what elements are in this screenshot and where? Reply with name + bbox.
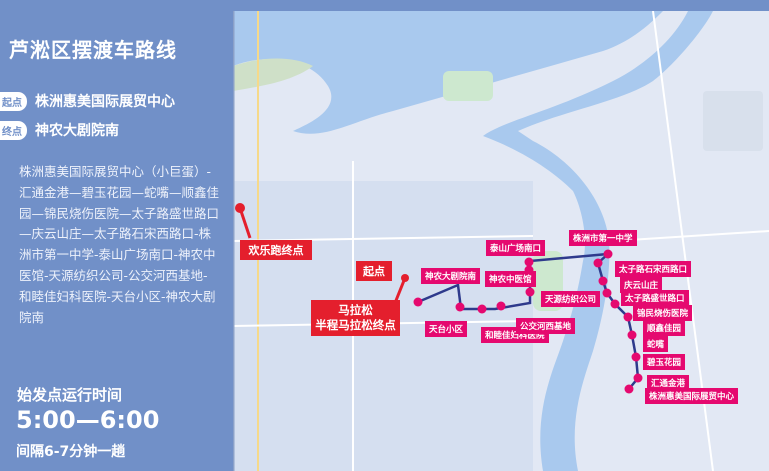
stop-dot[interactable] xyxy=(455,302,465,312)
stop-dot[interactable] xyxy=(627,330,637,340)
stop-dot[interactable] xyxy=(610,299,620,309)
schedule-heading: 始发点运行时间 xyxy=(17,386,123,404)
stop-dot[interactable] xyxy=(525,287,535,297)
stop-dot[interactable] xyxy=(496,301,506,311)
stop-label[interactable]: 株洲市第一中学 xyxy=(569,230,637,246)
fun-run-end-dot xyxy=(235,203,245,213)
stop-label[interactable]: 太子路石宋西路口 xyxy=(615,261,692,277)
end-row: 终点 神农大剧院南 xyxy=(0,120,119,140)
stop-label[interactable]: 庆云山庄 xyxy=(620,277,663,293)
stop-label[interactable]: 公交河西基地 xyxy=(516,318,576,334)
stop-label[interactable]: 神农中医馆 xyxy=(485,271,536,287)
stop-label[interactable]: 太子路盛世路口 xyxy=(621,290,689,306)
stop-label[interactable]: 神农大剧院南 xyxy=(421,268,481,284)
route-map[interactable]: 欢乐跑终点 起点 马拉松 半程马拉松终点 神农大剧院南天台小区和睦佳妇科医院公交… xyxy=(233,11,769,471)
start-dot xyxy=(401,274,409,282)
fun-run-end-marker[interactable]: 欢乐跑终点 xyxy=(240,240,312,260)
stop-label[interactable]: 汇通金港 xyxy=(647,375,690,391)
stop-label[interactable]: 锦民烧伤医院 xyxy=(633,305,693,321)
stop-label[interactable]: 株洲惠美国际展贸中心 xyxy=(645,388,739,404)
start-marker[interactable]: 起点 xyxy=(356,261,392,281)
stop-label[interactable]: 蛇嘴 xyxy=(643,336,669,352)
stop-label[interactable]: 顺鑫佳园 xyxy=(643,320,686,336)
marathon-label: 马拉松 xyxy=(338,303,373,317)
end-stop: 神农大剧院南 xyxy=(35,123,119,139)
stop-dot[interactable] xyxy=(524,257,534,267)
stop-dot[interactable] xyxy=(598,276,608,286)
start-row: 起点 株洲惠美国际展贸中心 xyxy=(0,91,175,111)
schedule-time: 5:00—6:00 xyxy=(16,406,160,434)
stop-dot[interactable] xyxy=(413,297,423,307)
stop-dot[interactable] xyxy=(633,373,643,383)
stop-dot[interactable] xyxy=(602,288,612,298)
stop-dot[interactable] xyxy=(623,312,633,322)
stop-label[interactable]: 天台小区 xyxy=(425,321,468,337)
page-title: 芦淞区摆渡车路线 xyxy=(9,38,177,62)
stop-dot[interactable] xyxy=(603,249,613,259)
marathon-end-marker[interactable]: 马拉松 半程马拉松终点 xyxy=(311,300,400,336)
start-stop: 株洲惠美国际展贸中心 xyxy=(35,94,175,110)
stop-dot[interactable] xyxy=(477,304,487,314)
half-marathon-end-label: 半程马拉松终点 xyxy=(315,318,396,332)
stop-label[interactable]: 天源纺织公司 xyxy=(541,291,601,307)
start-tag: 起点 xyxy=(0,91,27,111)
stop-dot[interactable] xyxy=(624,384,634,394)
schedule-interval: 间隔6-7分钟一趟 xyxy=(16,444,126,460)
sidebar: 芦淞区摆渡车路线 起点 株洲惠美国际展贸中心 终点 神农大剧院南 株洲惠美国际展… xyxy=(0,0,233,471)
stop-dot[interactable] xyxy=(631,352,641,362)
stop-label[interactable]: 泰山广场南口 xyxy=(486,240,546,256)
stop-dot[interactable] xyxy=(593,258,603,268)
stop-label[interactable]: 碧玉花园 xyxy=(643,354,686,370)
end-tag: 终点 xyxy=(0,120,27,140)
route-description: 株洲惠美国际展贸中心（小巨蛋）-汇通金港—碧玉花园—蛇嘴—顺鑫佳园—锦民烧伤医院… xyxy=(19,164,220,325)
